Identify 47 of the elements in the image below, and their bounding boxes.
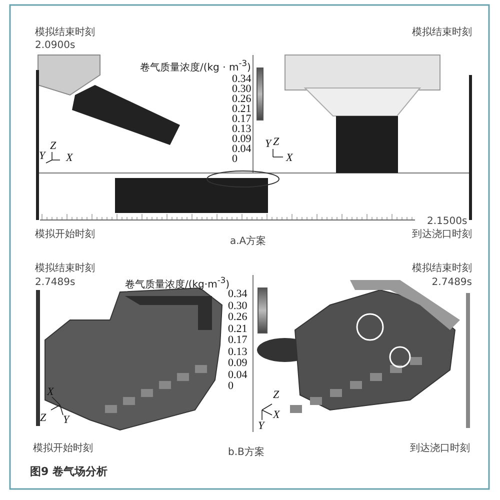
scale-value: 0.26 [228, 311, 248, 323]
scale-value: 0.09 [228, 357, 248, 369]
panel-caption: b.B方案 [228, 447, 264, 459]
time-label: 模拟开始时刻 [33, 443, 93, 455]
time-label: 模拟结束时刻 [35, 27, 95, 39]
axis-label: X [66, 152, 73, 164]
scale-value: 0.30 [228, 300, 248, 312]
scale-title: 卷气质量浓度/(kg·m$^{-3}$) [125, 274, 230, 290]
axis-label: X [47, 386, 54, 398]
scale-value: 0.34 [228, 288, 248, 300]
axis-label: Y [265, 138, 272, 150]
scale-value: 0.09 [232, 133, 252, 145]
scale-value: 0.21 [228, 322, 248, 334]
scale-value: 0.17 [232, 113, 252, 125]
figure-caption: 图9 卷气场分析 [30, 464, 108, 479]
scale-value: 0 [232, 153, 238, 165]
scale-value: 0 [228, 380, 234, 392]
axis-label: Z [40, 412, 46, 424]
axis-label: Y [39, 150, 46, 162]
scale-value: 0.21 [232, 103, 252, 115]
scale-value: 0.26 [232, 93, 252, 105]
axis-label: Y [258, 420, 264, 432]
scale-value: 0.13 [232, 123, 252, 135]
axis-label: X [273, 409, 280, 421]
axis-label: X [286, 152, 293, 164]
time-label: 2.1500s [427, 216, 468, 228]
scale-title: 卷气质量浓度/(kg · m$^{-3}$) [140, 57, 251, 74]
scale-value: 0.34 [232, 73, 252, 85]
axis-label: Z [273, 136, 280, 148]
scale-value: 0.30 [232, 83, 252, 95]
time-label: 模拟开始时刻 [35, 229, 95, 241]
time-label: 到达浇口时刻 [412, 229, 472, 241]
scale-value: 0.04 [232, 143, 252, 155]
axis-label: Y [63, 414, 70, 426]
scale-value: 0.04 [228, 368, 248, 380]
time-label: 模拟结束时刻 [412, 27, 472, 39]
scale-value: 0.13 [228, 346, 248, 358]
time-label: 2.7489s [35, 277, 76, 289]
panel-caption: a.A方案 [230, 236, 266, 248]
time-label: 2.0900s [35, 40, 76, 52]
time-label: 模拟结束时刻 [35, 263, 95, 275]
time-label: 到达浇口时刻 [410, 443, 470, 455]
axis-label: Z [273, 389, 280, 401]
time-label: 2.7489s [432, 277, 472, 289]
axis-label: Z [50, 140, 56, 152]
time-label: 模拟结束时刻 [412, 263, 472, 275]
scale-value: 0.17 [228, 334, 248, 346]
